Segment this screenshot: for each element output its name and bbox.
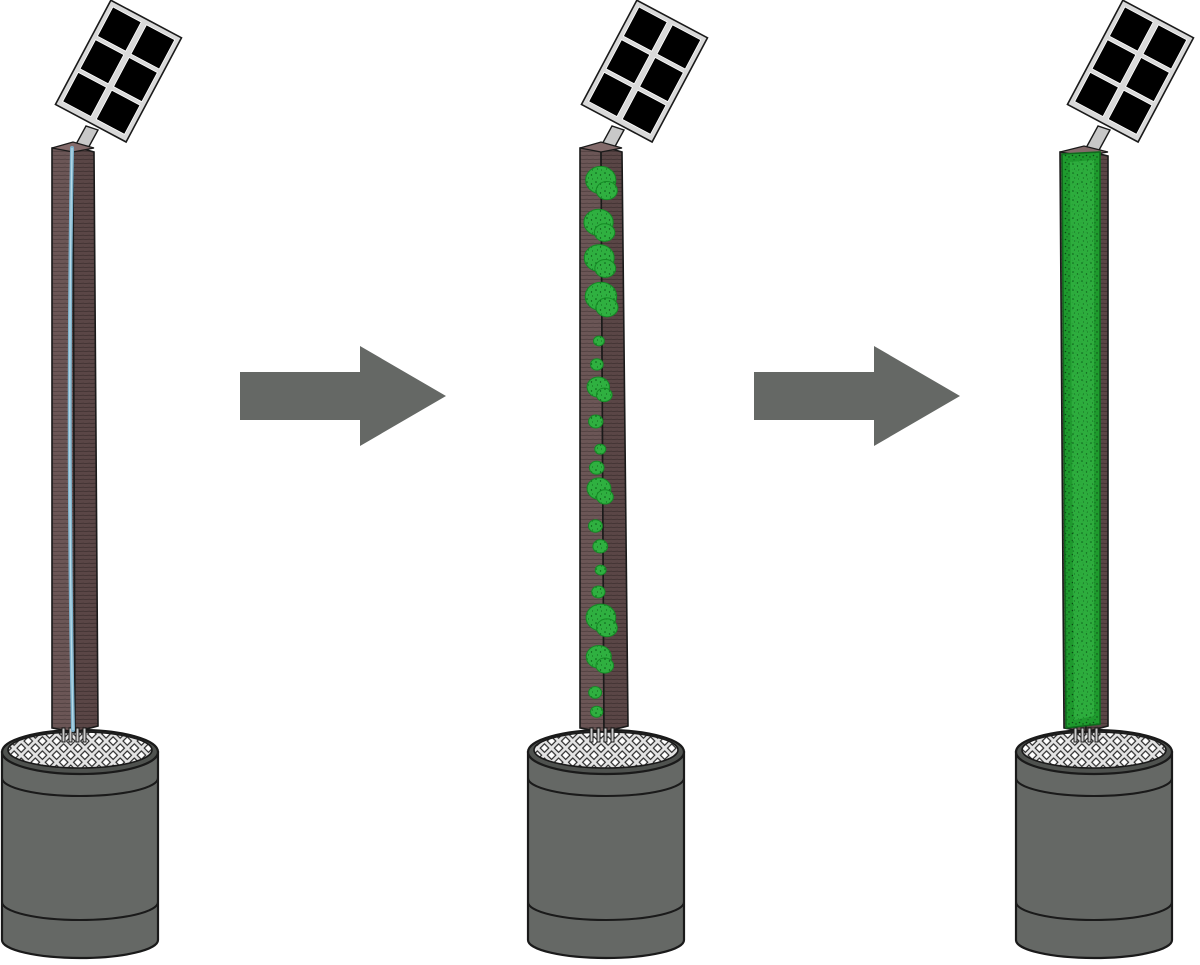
moss-clump <box>595 387 613 403</box>
post-leg <box>82 727 87 743</box>
moss-clump <box>590 358 604 371</box>
panel-cell <box>130 24 176 70</box>
post-top-cap <box>579 141 623 153</box>
panel-cell <box>1091 39 1137 85</box>
arrow-right-icon <box>754 346 960 446</box>
moss-clump <box>594 564 607 576</box>
post-right-plank <box>72 144 99 734</box>
panel-cell <box>656 24 702 70</box>
panel-cell <box>605 39 651 85</box>
planter-rim-band <box>527 777 685 797</box>
moss-clump <box>588 686 603 699</box>
planter-body <box>1014 750 1174 960</box>
post-leg <box>603 727 608 743</box>
solar-panel-icon <box>54 0 183 144</box>
moss-clump <box>588 460 605 475</box>
post-leg <box>589 727 594 743</box>
post-leg <box>596 727 601 743</box>
panel-cell <box>1108 6 1154 52</box>
moss-cover-highlight <box>1070 160 1094 720</box>
unit-initial <box>0 0 183 960</box>
panel-cell <box>113 56 158 103</box>
panel-cell <box>639 56 684 103</box>
post-leg <box>75 727 80 743</box>
planter-bottom-band <box>1015 901 1173 921</box>
unit-final <box>1014 0 1195 960</box>
panel-cell <box>1142 24 1188 70</box>
moss-clump <box>587 519 603 533</box>
post-leg <box>610 727 615 743</box>
water-channel-highlight <box>69 147 74 731</box>
post-leg <box>1080 727 1085 743</box>
moss-clump <box>588 414 604 429</box>
unit-intermediate <box>526 0 709 960</box>
moss-clump <box>592 539 609 554</box>
moss-clump <box>594 443 607 455</box>
moss-clump <box>596 618 618 638</box>
moss-clump <box>593 335 605 347</box>
panel-cell <box>79 39 125 85</box>
moss-clump <box>590 705 604 718</box>
post-leg <box>68 727 73 743</box>
panel-cell <box>96 6 142 52</box>
planter-bottom-band <box>527 901 685 921</box>
post-leg <box>1073 727 1078 743</box>
planter-grate <box>7 731 153 769</box>
planter-rim-band <box>1 777 159 797</box>
solar-panel-icon <box>1066 0 1195 144</box>
panel-cell <box>588 71 633 118</box>
moss-clump <box>593 223 616 242</box>
arrows-layer <box>240 346 960 446</box>
arrow-right-icon <box>240 346 446 446</box>
moss-clump <box>595 297 619 318</box>
moss-clump <box>595 657 615 674</box>
panel-cell <box>95 89 141 135</box>
panel-cell <box>622 6 668 52</box>
moss-clump <box>595 181 618 201</box>
planter-rim-band <box>1015 777 1173 797</box>
planter-body <box>526 750 686 960</box>
solar-panel-icon <box>580 0 709 144</box>
moss-clump <box>594 258 617 278</box>
planter-body <box>0 750 160 960</box>
post-leg <box>1087 727 1092 743</box>
moss-clump <box>591 585 606 599</box>
moss-clump <box>596 489 614 505</box>
panel-cell <box>1125 56 1170 103</box>
panel-cell <box>1074 71 1119 118</box>
panel-cell <box>62 71 107 118</box>
panel-cell <box>1107 89 1153 135</box>
moss-clumps <box>583 165 619 718</box>
post-leg <box>1094 727 1099 743</box>
panel-cell <box>621 89 667 135</box>
planter-grate <box>1021 731 1167 769</box>
post-leg <box>61 727 66 743</box>
planter-bottom-band <box>1 901 159 921</box>
